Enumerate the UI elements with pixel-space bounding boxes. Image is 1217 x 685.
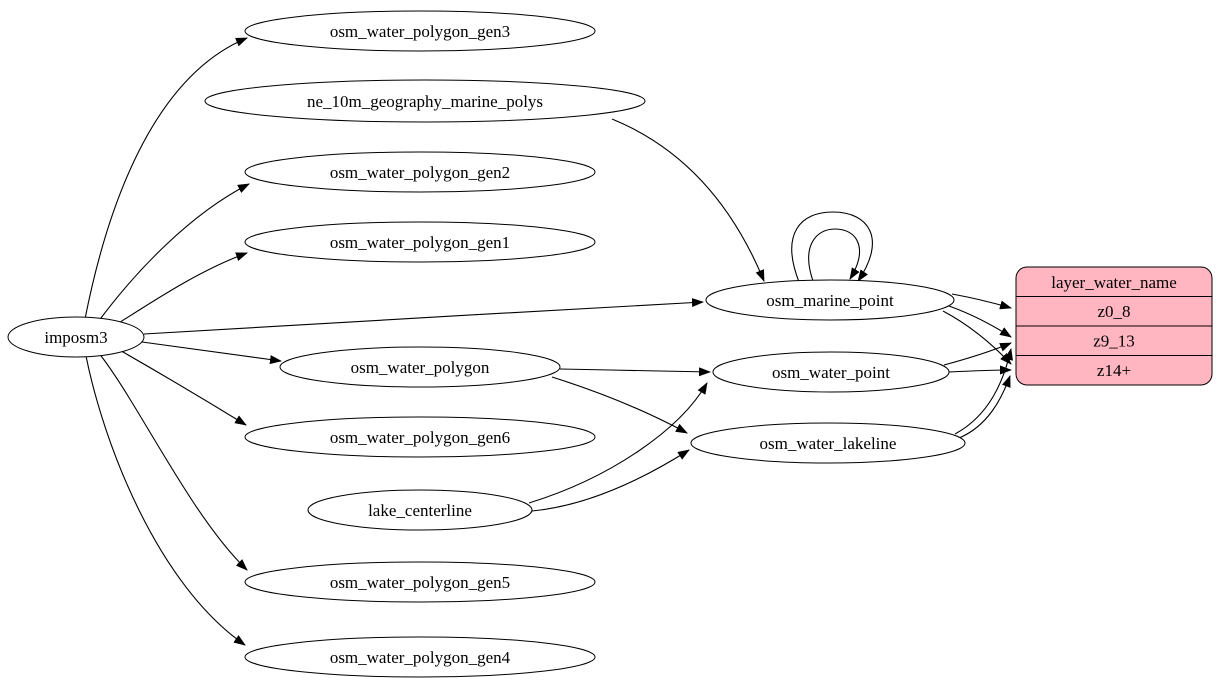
- node-osm_water_polygon_gen4: osm_water_polygon_gen4: [244, 636, 596, 678]
- node-osm_water_polygon-shape: [279, 346, 561, 388]
- node-osm_marine_point: osm_marine_point: [705, 279, 955, 321]
- node-osm_water_point-label: osm_water_point: [772, 363, 890, 382]
- edge-imposm3-osm_water_polygon_gen1: [113, 252, 248, 327]
- edges: [84, 37, 1013, 646]
- node-osm_water_point-shape: [712, 351, 950, 393]
- node-osm_water_polygon_gen3-shape: [244, 10, 596, 52]
- node-osm_water_polygon_gen6: osm_water_polygon_gen6: [244, 416, 596, 458]
- node-imposm3-shape: [7, 316, 145, 358]
- node-osm_water_polygon_gen2-shape: [244, 151, 596, 193]
- edge-imposm3-osm_water_polygon_gen4: [85, 355, 246, 646]
- edge-osm_marine_point-self-inner: [808, 228, 860, 282]
- node-ne_10m_geography_marine_polys-shape: [204, 79, 646, 123]
- node-osm_water_polygon_gen1: osm_water_polygon_gen1: [244, 221, 596, 263]
- node-osm_marine_point-label: osm_marine_point: [766, 291, 894, 310]
- record-row-z14: z14+: [1097, 361, 1131, 380]
- node-imposm3-label: imposm3: [44, 328, 107, 347]
- record-row-z9_13: z9_13: [1093, 332, 1135, 351]
- record-row-z0_8: z0_8: [1097, 302, 1130, 321]
- edge-osm_marine_point-self-outer: [791, 211, 873, 283]
- edge-osm_water_polygon-osm_water_point: [559, 367, 711, 377]
- edge-osm_marine_point-z9_13: [948, 305, 1012, 338]
- edge-osm_marine_point-z14: [942, 310, 1012, 365]
- node-osm_water_polygon_gen6-shape: [244, 416, 596, 458]
- edge-imposm3-osm_marine_point: [143, 298, 704, 335]
- node-osm_water_polygon-label: osm_water_polygon: [351, 358, 490, 377]
- edge-imposm3-osm_water_polygon_gen6: [115, 347, 247, 426]
- node-osm_water_polygon_gen3-label: osm_water_polygon_gen3: [330, 22, 510, 41]
- edge-osm_water_lakeline-z9_13: [954, 348, 1013, 435]
- edge-ne_10m_geography_marine_polys-osm_marine_point: [611, 118, 765, 282]
- edge-imposm3-osm_water_polygon: [141, 341, 282, 365]
- node-lake_centerline-label: lake_centerline: [368, 501, 472, 520]
- edge-osm_marine_point-z0_8: [951, 293, 1012, 310]
- node-osm_water_polygon_gen2-label: osm_water_polygon_gen2: [330, 163, 510, 182]
- edge-osm_water_point-z9_13: [943, 342, 1012, 366]
- node-osm_water_polygon_gen4-shape: [244, 636, 596, 678]
- node-lake_centerline: lake_centerline: [307, 489, 533, 531]
- node-ne_10m_geography_marine_polys: ne_10m_geography_marine_polys: [204, 79, 646, 123]
- node-osm_water_lakeline-shape: [690, 422, 966, 464]
- edge-lake_centerline-osm_water_point: [528, 382, 708, 504]
- record-title: layer_water_name: [1051, 273, 1177, 292]
- node-lake_centerline-shape: [307, 489, 533, 531]
- edge-osm_water_polygon-osm_water_lakeline: [551, 376, 688, 434]
- record-layer_water_name: layer_water_name z0_8 z9_13 z14+: [1015, 266, 1213, 386]
- node-osm_water_point: osm_water_point: [712, 351, 950, 393]
- edge-imposm3-osm_water_polygon_gen3: [84, 37, 248, 320]
- node-osm_water_lakeline: osm_water_lakeline: [690, 422, 966, 464]
- node-osm_marine_point-shape: [705, 279, 955, 321]
- node-osm_water_polygon_gen2: osm_water_polygon_gen2: [244, 151, 596, 193]
- edge-imposm3-osm_water_polygon_gen2: [97, 183, 250, 323]
- node-osm_water_polygon_gen4-label: osm_water_polygon_gen4: [330, 648, 511, 667]
- node-imposm3: imposm3: [7, 316, 145, 358]
- node-ne_10m_geography_marine_polys-label: ne_10m_geography_marine_polys: [307, 92, 543, 111]
- node-osm_water_polygon_gen5-shape: [244, 561, 596, 603]
- node-osm_water_polygon_gen1-shape: [244, 221, 596, 263]
- node-osm_water_polygon_gen1-label: osm_water_polygon_gen1: [330, 233, 510, 252]
- edge-osm_water_point-z14: [948, 365, 1012, 375]
- node-osm_water_polygon: osm_water_polygon: [279, 346, 561, 388]
- node-osm_water_polygon_gen3: osm_water_polygon_gen3: [244, 10, 596, 52]
- edge-osm_water_lakeline-z14: [958, 375, 1011, 439]
- node-osm_water_polygon_gen5: osm_water_polygon_gen5: [244, 561, 596, 603]
- edge-imposm3-osm_water_polygon_gen5: [97, 351, 248, 571]
- node-osm_water_lakeline-label: osm_water_lakeline: [760, 434, 897, 453]
- node-osm_water_polygon_gen5-label: osm_water_polygon_gen5: [330, 573, 510, 592]
- edge-lake_centerline-osm_water_lakeline: [531, 449, 690, 512]
- node-osm_water_polygon_gen6-label: osm_water_polygon_gen6: [330, 428, 510, 447]
